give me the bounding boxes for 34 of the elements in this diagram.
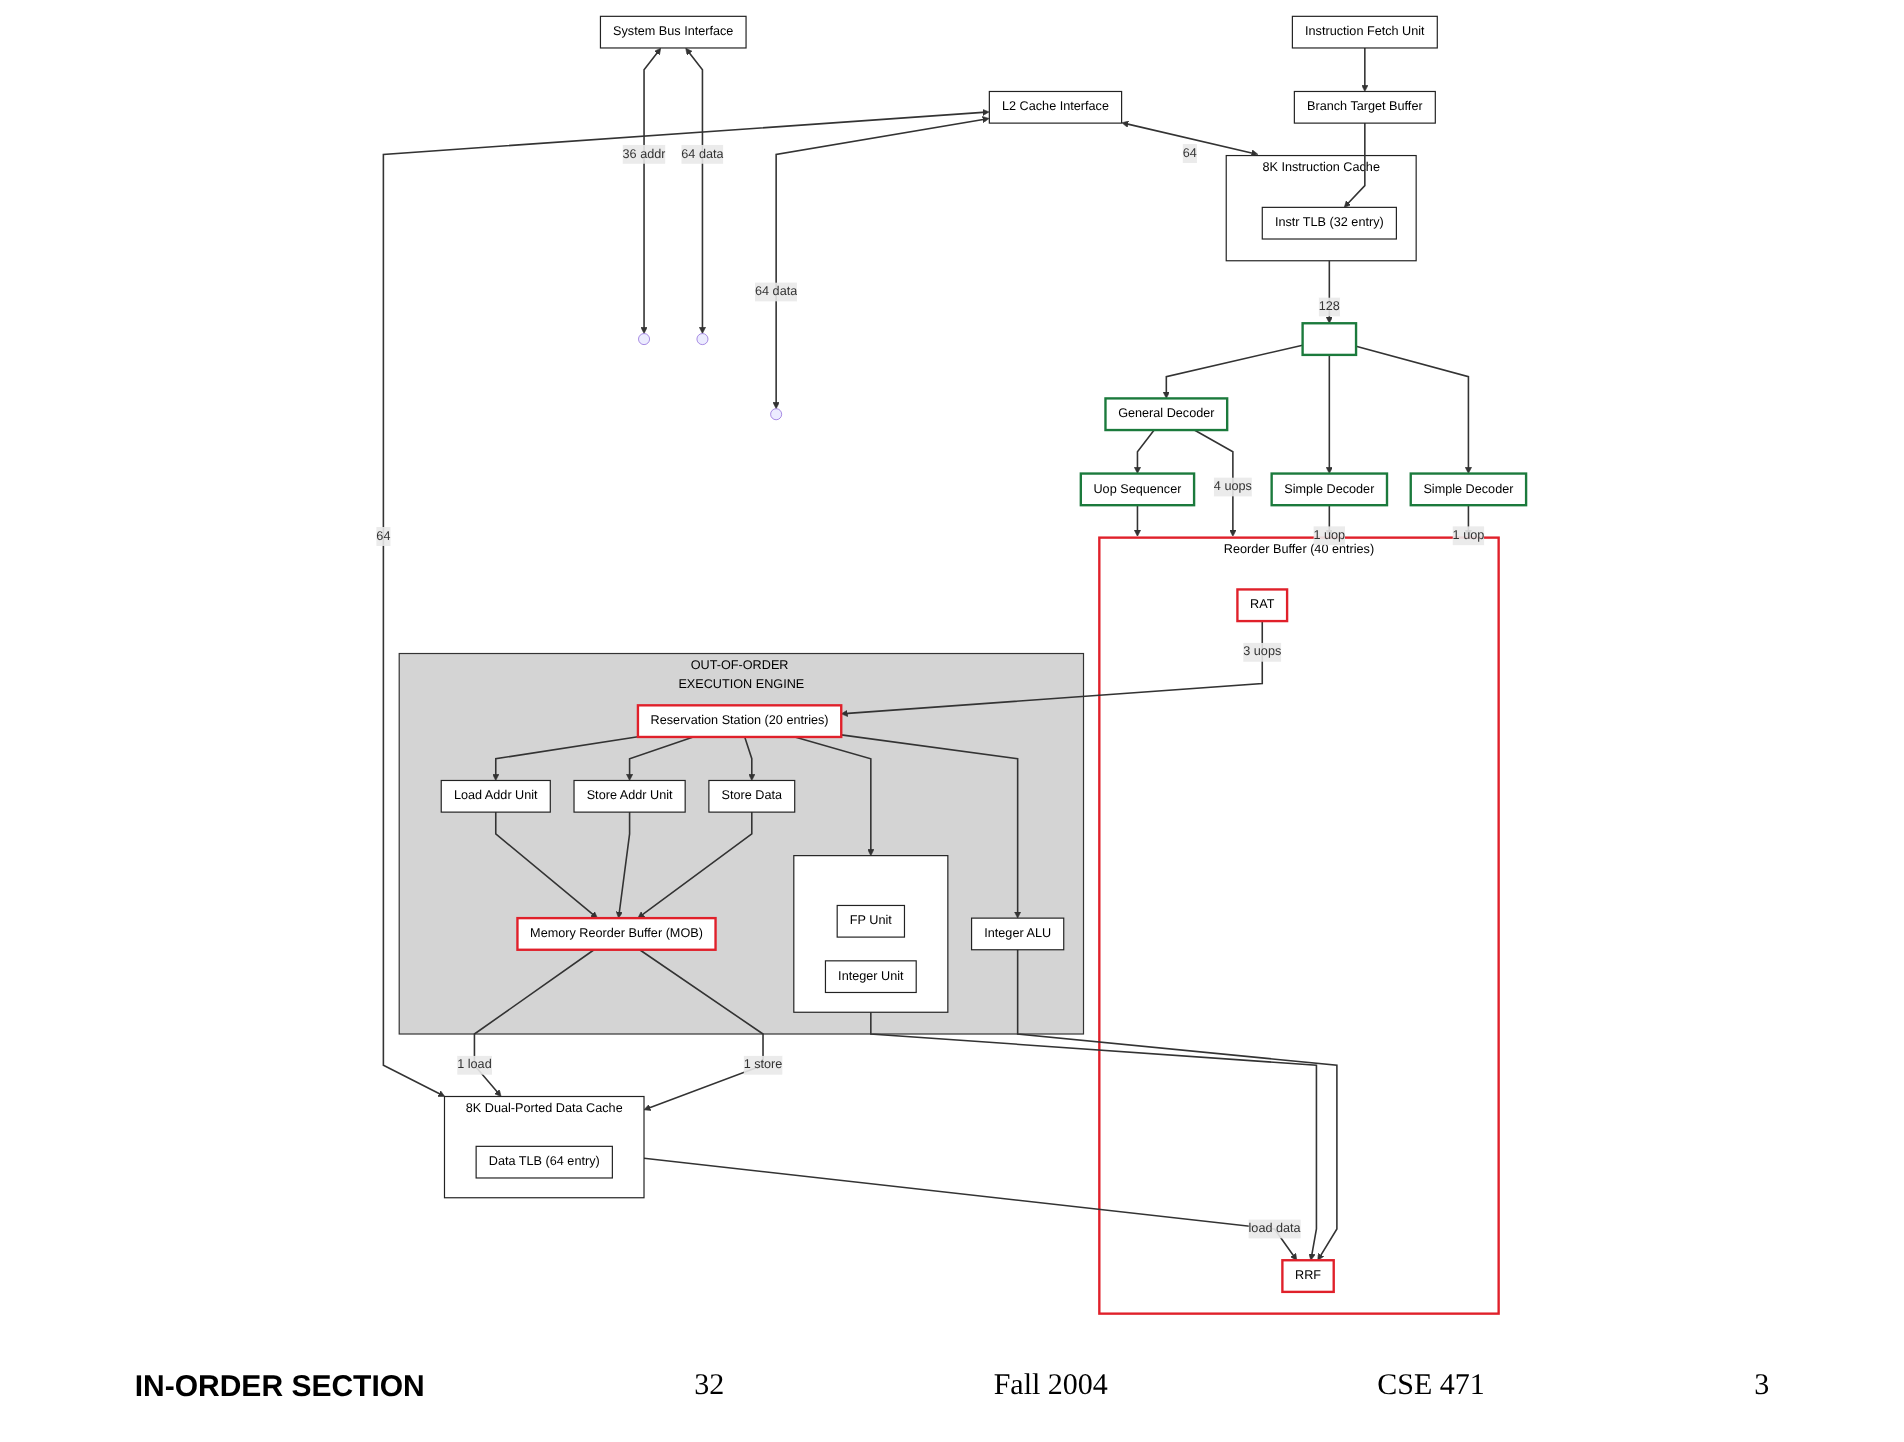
arrow	[1163, 344, 1305, 399]
arrow	[639, 948, 765, 1111]
arrow	[870, 1011, 1318, 1261]
arrow	[1194, 429, 1238, 537]
arrow	[616, 811, 632, 919]
arrow	[841, 734, 1022, 919]
arrow	[1017, 948, 1339, 1261]
arrow	[1356, 345, 1473, 474]
arrow	[1326, 259, 1334, 324]
arrow	[744, 736, 757, 781]
bus-width-label: 32	[694, 1369, 725, 1403]
arrow	[841, 620, 1264, 717]
arrow	[1134, 429, 1156, 474]
arrow	[638, 811, 754, 919]
section-label: IN-ORDER SECTION	[134, 1369, 425, 1403]
footer-text: CSE 471	[1377, 1369, 1485, 1403]
arrow	[773, 116, 991, 409]
cluster	[794, 855, 950, 1013]
arrow	[1326, 354, 1334, 474]
arrow	[495, 811, 599, 919]
arrow	[641, 47, 662, 334]
arrow	[493, 736, 640, 781]
node-box	[1302, 322, 1358, 357]
footer-text: Fall 2004	[993, 1369, 1108, 1403]
arrow	[686, 47, 707, 334]
arrow	[794, 736, 876, 856]
arrow	[626, 736, 695, 781]
arrow	[1362, 47, 1370, 92]
page-number: 3	[1754, 1369, 1770, 1403]
arrow	[474, 948, 596, 1097]
arrow	[1134, 504, 1142, 537]
arrow	[1122, 120, 1259, 157]
arrow	[383, 108, 991, 1097]
arrow	[644, 1157, 1298, 1261]
